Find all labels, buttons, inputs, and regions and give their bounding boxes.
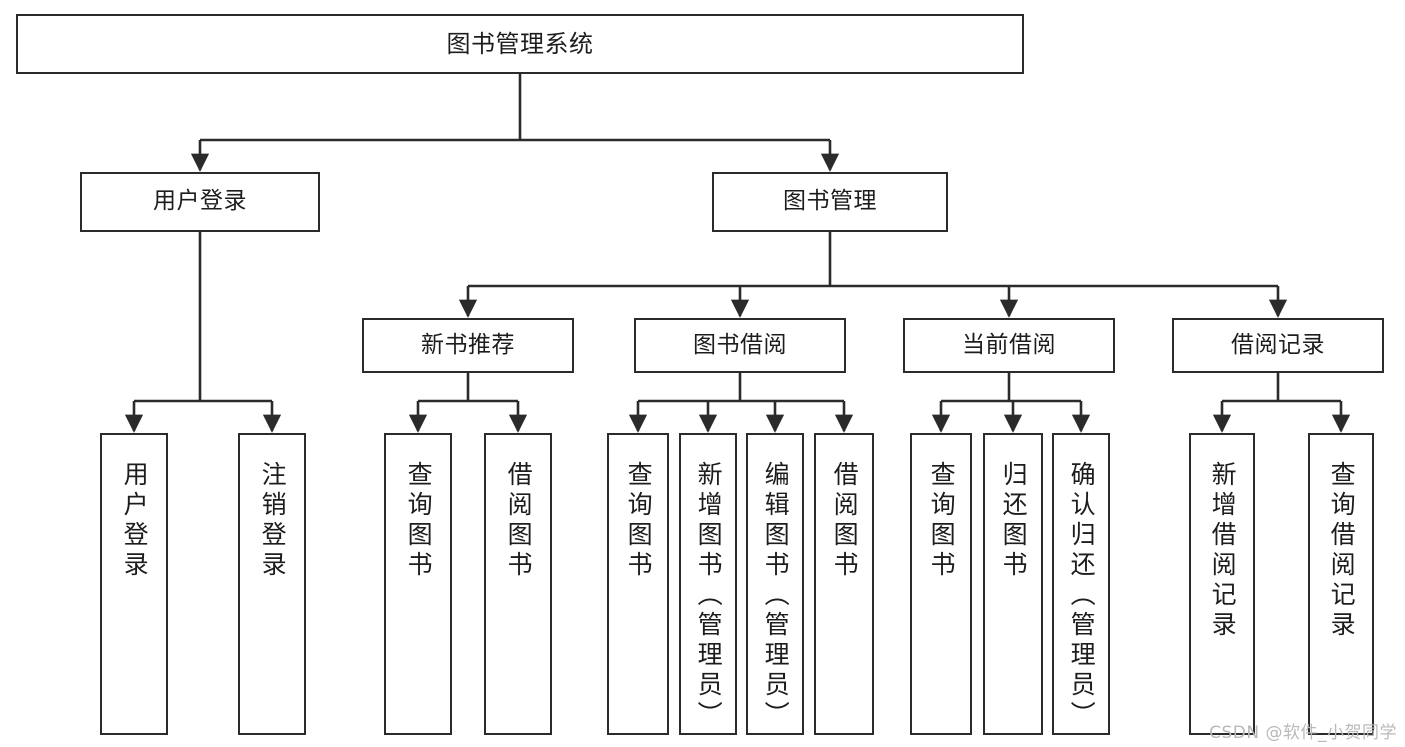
node-label: 新增图书（管理员） (694, 461, 724, 731)
node-label: 查询图书 (404, 461, 434, 581)
node-label: 归还图书 (999, 461, 1029, 581)
node-leaf-borrow-3[interactable]: 编辑图书（管理员） (746, 433, 804, 735)
node-newbook[interactable]: 新书推荐 (362, 318, 574, 373)
node-label: 确认归还（管理员） (1067, 461, 1097, 731)
node-label: 借阅记录 (1231, 331, 1325, 358)
node-label: 图书管理 (783, 188, 877, 215)
node-leaf-cur-3[interactable]: 确认归还（管理员） (1052, 433, 1110, 735)
node-leaf-new-1[interactable]: 查询图书 (384, 433, 452, 735)
node-label: 新书推荐 (421, 331, 515, 358)
node-label: 查询图书 (927, 461, 957, 581)
node-leaf-cur-2[interactable]: 归还图书 (983, 433, 1043, 735)
node-leaf-login-1[interactable]: 用户登录 (100, 433, 168, 735)
node-leaf-borrow-2[interactable]: 新增图书（管理员） (679, 433, 737, 735)
node-label: 借阅图书 (830, 461, 860, 581)
node-leaf-new-2[interactable]: 借阅图书 (484, 433, 552, 735)
node-label: 用户登录 (153, 188, 247, 215)
node-label: 用户登录 (120, 461, 150, 581)
node-root[interactable]: 图书管理系统 (16, 14, 1024, 74)
node-bookmgmt[interactable]: 图书管理 (712, 172, 948, 232)
node-leaf-rec-1[interactable]: 新增借阅记录 (1189, 433, 1255, 735)
node-borrow[interactable]: 图书借阅 (634, 318, 846, 373)
node-label: 查询图书 (624, 461, 654, 581)
node-label: 新增借阅记录 (1208, 461, 1238, 641)
node-current[interactable]: 当前借阅 (903, 318, 1115, 373)
node-leaf-rec-2[interactable]: 查询借阅记录 (1308, 433, 1374, 735)
node-leaf-borrow-4[interactable]: 借阅图书 (814, 433, 874, 735)
node-login[interactable]: 用户登录 (80, 172, 320, 232)
node-label: 查询借阅记录 (1327, 461, 1357, 641)
node-label: 当前借阅 (962, 331, 1056, 358)
csdn-watermark: CSDN @软件_小贺同学 (1209, 723, 1397, 743)
node-leaf-borrow-1[interactable]: 查询图书 (607, 433, 669, 735)
node-label: 借阅图书 (504, 461, 534, 581)
node-records[interactable]: 借阅记录 (1172, 318, 1384, 373)
node-label: 编辑图书（管理员） (761, 461, 791, 731)
node-label: 图书管理系统 (446, 29, 594, 58)
node-leaf-login-2[interactable]: 注销登录 (238, 433, 306, 735)
node-leaf-cur-1[interactable]: 查询图书 (910, 433, 972, 735)
node-label: 注销登录 (258, 461, 288, 581)
node-label: 图书借阅 (693, 331, 787, 358)
